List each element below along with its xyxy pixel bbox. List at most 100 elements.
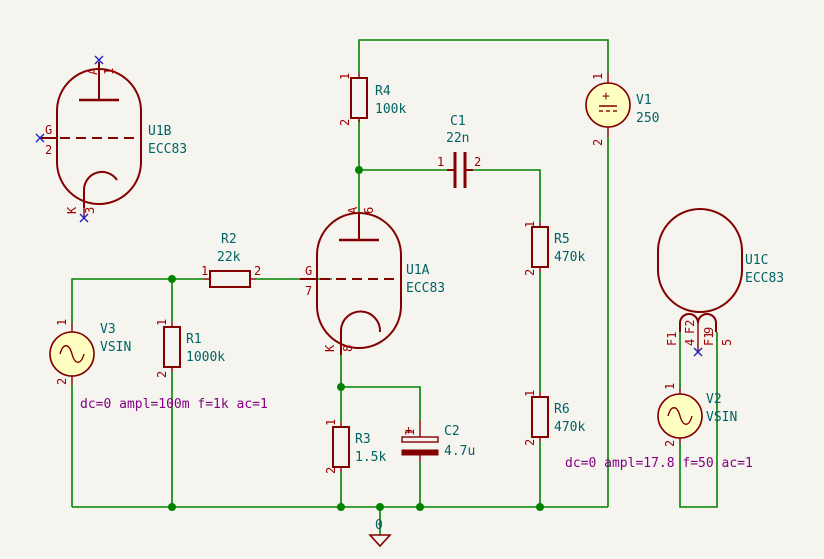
- junction-gnd-r3: [337, 503, 345, 511]
- resistor-r6[interactable]: 1 2 R6 470k: [523, 390, 585, 446]
- c1-pin-1: 1: [437, 155, 444, 169]
- r4-value: 100k: [375, 102, 406, 117]
- v2-pin-2: 2: [663, 440, 677, 447]
- c2-polarity-icon: +: [405, 423, 412, 437]
- r3-pin-1: 1: [324, 419, 338, 426]
- c2-ref: C2: [444, 424, 460, 439]
- u1a-pin-g-num: 7: [305, 284, 312, 298]
- r5-value: 470k: [554, 250, 585, 265]
- r2-value: 22k: [217, 250, 241, 265]
- triode-u1a[interactable]: A 6 G 7 K 8 U1A ECC83: [300, 206, 445, 355]
- junction-gnd-c2: [416, 503, 424, 511]
- r5-pin-2: 2: [523, 269, 537, 276]
- u1c-f2-nc-icon: [693, 347, 703, 357]
- sine-source-v2[interactable]: 1 2 V2 VSIN dc=0 ampl=17.8 f=50 ac=1: [565, 383, 753, 471]
- wire-heater-loop: [679, 332, 718, 508]
- resistor-r3[interactable]: 1 2 R3 1.5k: [324, 419, 386, 474]
- v3-ref: V3: [100, 322, 116, 337]
- heater-u1c[interactable]: F1 4 F2 9 F1 5 U1C ECC83: [657, 208, 784, 357]
- junction-cathode: [337, 383, 345, 391]
- u1a-pin-g: G: [305, 264, 312, 278]
- r4-pin-2: 2: [338, 119, 352, 126]
- v1-pin-1: 1: [591, 73, 605, 80]
- r1-pin-2: 2: [155, 371, 169, 378]
- v1-plus-icon: +: [602, 89, 610, 104]
- u1c-pin-f2-num: 9: [702, 327, 716, 334]
- u1b-pin-a: A: [86, 67, 100, 75]
- u1b-pin-a-num: 1: [102, 68, 116, 75]
- c1-pin-2: 2: [474, 155, 481, 169]
- sine-source-v3[interactable]: 1 2 V3 VSIN dc=0 ampl=100m f=1k ac=1: [49, 319, 268, 412]
- wire-v3-input: [71, 278, 204, 323]
- u1c-pin-f1b-num: 5: [720, 339, 734, 346]
- u1b-pin-g-num: 2: [45, 143, 52, 157]
- v1-pin-2: 2: [591, 139, 605, 146]
- v2-ref: V2: [706, 392, 722, 407]
- r6-pin-2: 2: [523, 439, 537, 446]
- u1a-pin-a: A: [346, 206, 360, 214]
- r4-pin-1: 1: [338, 73, 352, 80]
- junction-gnd-r1: [168, 503, 176, 511]
- resistor-r5[interactable]: 1 2 R5 470k: [523, 221, 585, 276]
- junction-gnd-r6: [536, 503, 544, 511]
- resistor-r2[interactable]: R2 22k 1 2: [201, 232, 261, 288]
- u1c-ref: U1C: [745, 253, 768, 268]
- junction-input: [168, 275, 176, 283]
- u1c-pin-f1-num: 4: [683, 339, 697, 346]
- v2-pin-1: 1: [663, 383, 677, 390]
- wire-cathode-c2: [341, 386, 421, 420]
- dc-source-v1[interactable]: + 1 2 V1 250: [585, 73, 659, 146]
- ground-symbol: 0: [368, 518, 392, 548]
- resistor-r1[interactable]: 1 2 R1 1000k: [155, 319, 225, 378]
- u1a-value: ECC83: [406, 281, 445, 296]
- u1b-ref: U1B: [148, 124, 172, 139]
- triode-u1b[interactable]: A 1 G 2 K 3 U1B ECC83: [35, 55, 187, 223]
- capacitor-c2[interactable]: + 1 C2 4.7u: [401, 420, 475, 462]
- v1-value: 250: [636, 111, 659, 126]
- v3-sim-params: dc=0 ampl=100m f=1k ac=1: [80, 397, 268, 412]
- r3-pin-2: 2: [324, 467, 338, 474]
- c2-pin-1: 1: [403, 429, 417, 436]
- resistor-r4[interactable]: 1 2 R4 100k: [338, 73, 406, 126]
- r1-pin-1: 1: [155, 319, 169, 326]
- r1-ref: R1: [186, 332, 202, 347]
- r2-pin-1: 1: [201, 264, 208, 278]
- capacitor-c1[interactable]: C1 22n 1 2: [437, 114, 481, 188]
- r6-ref: R6: [554, 402, 570, 417]
- u1a-pin-a-num: 6: [362, 207, 376, 214]
- v2-sine-icon: [667, 407, 693, 425]
- u1b-pin-g: G: [45, 123, 52, 137]
- u1b-pin-k: K: [65, 206, 79, 214]
- c1-value: 22n: [446, 131, 469, 146]
- v3-value: VSIN: [100, 340, 131, 355]
- v2-value: VSIN: [706, 410, 737, 425]
- r5-ref: R5: [554, 232, 570, 247]
- u1c-pin-f1b: F1: [702, 332, 716, 346]
- u1c-pin-f1: F1: [665, 332, 679, 346]
- v3-sine-icon: [59, 345, 85, 363]
- junctions: [168, 166, 544, 511]
- v2-sim-params: dc=0 ampl=17.8 f=50 ac=1: [565, 456, 753, 471]
- u1b-grid-nc-icon: [35, 133, 45, 143]
- u1a-pin-k-num: 8: [341, 345, 355, 352]
- v3-pin-1: 1: [55, 319, 69, 326]
- u1b-anode-nc-icon: [94, 55, 104, 65]
- r3-value: 1.5k: [355, 450, 386, 465]
- junction-plate: [355, 166, 363, 174]
- r3-ref: R3: [355, 432, 371, 447]
- r2-ref: R2: [221, 232, 237, 247]
- u1c-value: ECC83: [745, 271, 784, 286]
- wire-top-rail: [358, 39, 609, 73]
- v1-ref: V1: [636, 93, 652, 108]
- junction-gnd-symbol: [376, 503, 384, 511]
- wire-c1-r5: [473, 169, 541, 222]
- r4-ref: R4: [375, 84, 391, 99]
- u1a-ref: U1A: [406, 263, 430, 278]
- u1b-cathode-nc-icon: [79, 213, 89, 223]
- v3-pin-2: 2: [55, 378, 69, 385]
- u1c-pin-f2: F2: [683, 320, 697, 334]
- ground-label: 0: [375, 518, 383, 533]
- u1b-value: ECC83: [148, 142, 187, 157]
- u1b-pin-k-num: 3: [83, 207, 97, 214]
